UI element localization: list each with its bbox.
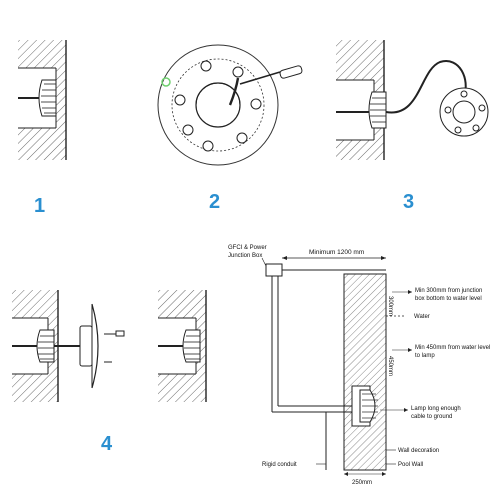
label-minimum: Minimum 1200 mm	[309, 249, 364, 256]
step4-wall-section-a	[12, 290, 125, 402]
step3-wall-section	[336, 40, 467, 160]
label-pool-wall: Pool Wall	[398, 462, 423, 468]
step-number-4: 4	[101, 433, 113, 455]
label-note-450-line2: to lamp	[415, 353, 435, 359]
label-rigid-conduit: Rigid conduit	[262, 462, 297, 468]
installation-schematic	[261, 256, 412, 476]
label-note-300-line1: Min 300mm from junction	[415, 288, 482, 294]
label-lamp-line2: cable to ground	[411, 414, 452, 420]
step2-mounting-plate	[157, 44, 279, 166]
label-gfci-line1: GFCI & Power	[228, 245, 267, 251]
label-water: Water	[414, 314, 430, 320]
label-lamp-line1: Lamp long enough	[411, 406, 461, 412]
label-dim-250: 250mm	[352, 480, 372, 486]
label-dim-300: 300mm	[387, 296, 393, 316]
screwdriver-icon	[239, 65, 303, 85]
step1-lamp	[38, 79, 57, 117]
step4-wall-section-b	[158, 290, 207, 402]
step-number-1: 1	[34, 195, 45, 217]
step3-lamp-face	[439, 87, 489, 137]
step-number-3: 3	[403, 191, 414, 213]
label-dim-450: 450mm	[387, 356, 393, 376]
label-wall-decoration: Wall decoration	[398, 448, 439, 454]
label-note-450-line1: Min 450mm from water level	[415, 345, 490, 351]
label-gfci-line2: Junction Box	[228, 253, 262, 259]
step-number-2: 2	[209, 191, 220, 213]
label-note-300-line2: box bottom to water level	[415, 296, 482, 302]
